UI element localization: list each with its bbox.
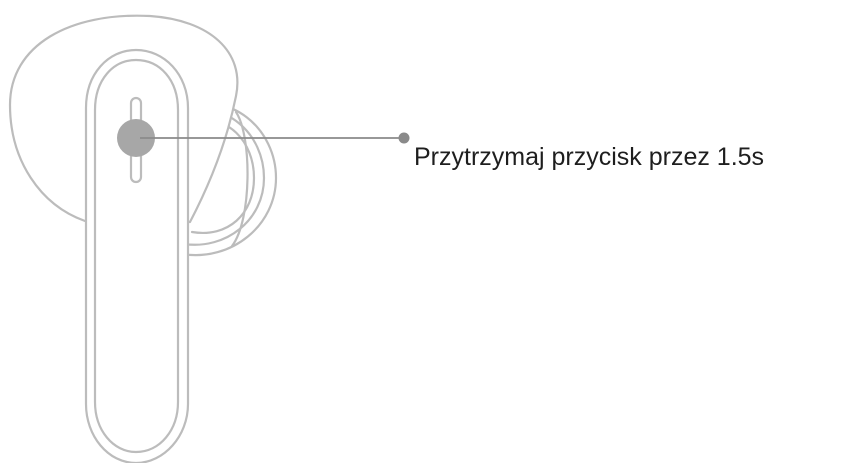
earbud-stem [84, 48, 190, 463]
callout-label: Przytrzymaj przycisk przez 1.5s [414, 143, 765, 171]
earbud-stem-inner [93, 58, 180, 454]
callout-leader-dot [398, 132, 410, 144]
touch-button [117, 119, 155, 157]
